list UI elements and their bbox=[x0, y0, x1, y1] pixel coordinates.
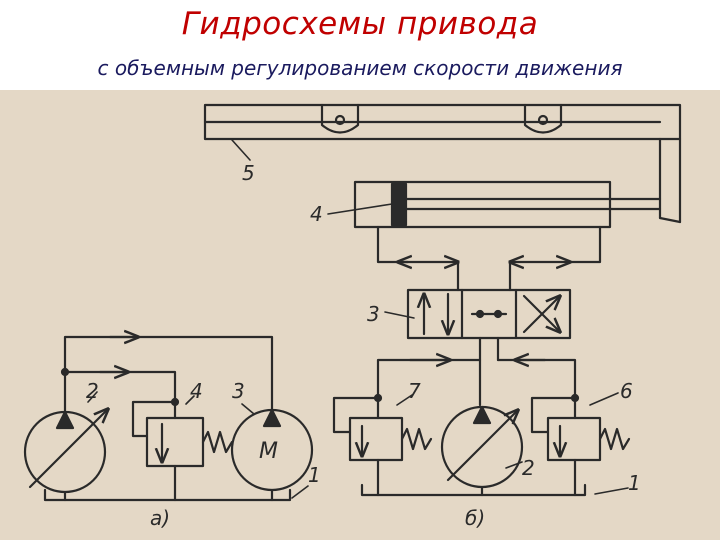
label-a-pump-2: 2 bbox=[86, 379, 99, 403]
directional-valve bbox=[384, 288, 572, 340]
label-a-valve-4: 4 bbox=[190, 379, 203, 403]
slide-subtitle: с объемным регулированием скорости движе… bbox=[97, 56, 623, 80]
hydraulic-cylinder bbox=[327, 180, 662, 229]
label-valve-3: 3 bbox=[367, 302, 380, 326]
circuit-a bbox=[23, 337, 314, 502]
slide-title: Гидросхемы привода bbox=[181, 6, 539, 42]
label-b-pump-2: 2 bbox=[522, 456, 535, 480]
label-b-tank-1: 1 bbox=[628, 471, 641, 495]
hydraulic-diagram-figure: 5 4 3 2 4 3 M 1 7 6 2 1 а) б) bbox=[0, 90, 720, 540]
label-b-valve-6: 6 bbox=[620, 379, 633, 403]
label-a-motor-3: 3 bbox=[232, 379, 245, 403]
hydraulic-diagram: 5 4 3 2 4 3 M 1 7 6 2 1 а) б) bbox=[23, 103, 682, 530]
label-cylinder-4: 4 bbox=[310, 202, 323, 226]
label-motor-symbol: M bbox=[259, 439, 278, 464]
caption-a: а) bbox=[150, 506, 170, 530]
caption-b: б) bbox=[465, 506, 485, 530]
label-a-tank-1: 1 bbox=[308, 463, 321, 487]
circuit-b bbox=[332, 336, 631, 497]
cylinder-lines bbox=[376, 225, 602, 292]
label-b-valve-7: 7 bbox=[408, 379, 421, 403]
frame-rail bbox=[203, 103, 682, 224]
label-frame-5: 5 bbox=[242, 161, 255, 185]
